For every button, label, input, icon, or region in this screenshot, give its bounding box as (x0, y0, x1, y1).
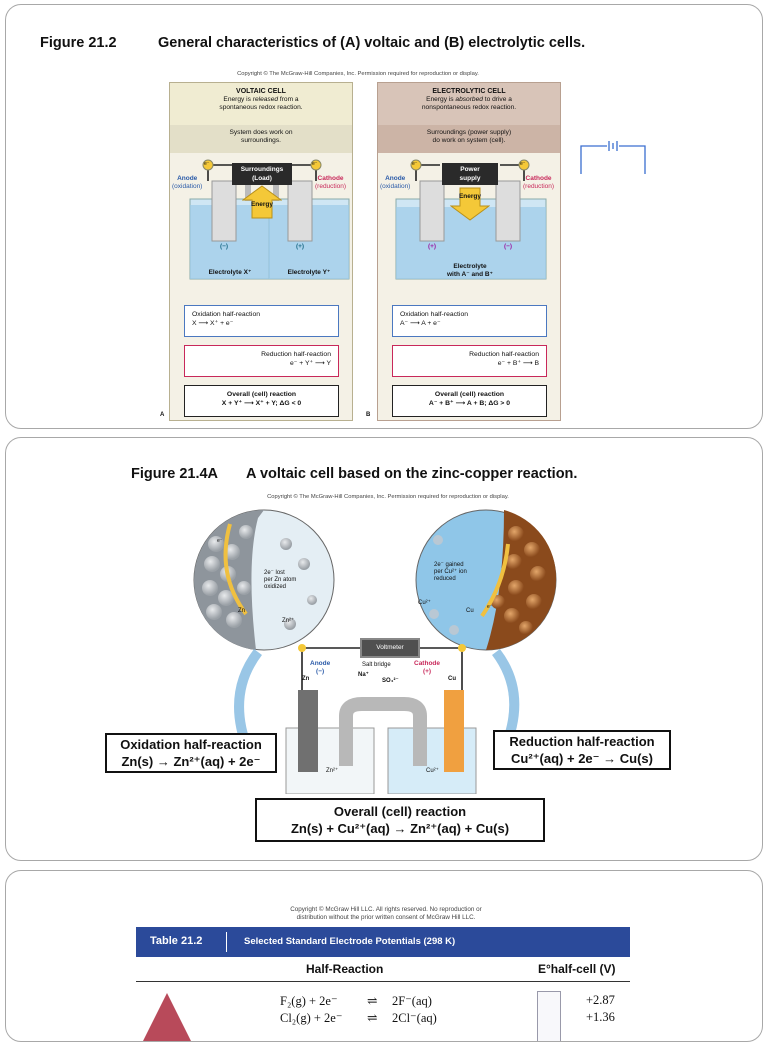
electrolytic-cell-panel: ELECTROLYTIC CELL Energy is absorbed to … (377, 82, 561, 421)
electrolytic-electrode-left-sign: (+) (427, 243, 437, 250)
voltaic-header-bg (170, 83, 352, 125)
electron-marker-right: e⁻ (312, 161, 318, 167)
electrolytic-energy-label: Energy (458, 193, 482, 200)
header-rule (136, 981, 630, 982)
voltaic-energy-label: Energy (250, 201, 274, 208)
header-divider (226, 932, 227, 952)
voltaic-energy-arrow (242, 185, 282, 219)
voltaic-heading: VOLTAIC CELL Energy is released from a s… (219, 88, 303, 111)
left-circle-zn: Zn (238, 608, 246, 614)
row-left-1: Cl₂(g) + 2e⁻ (280, 1011, 343, 1025)
na-ion-label: Na⁺ (358, 672, 369, 678)
copyright-note: Copyright © The McGraw-Hill Companies, I… (237, 71, 479, 77)
voltmeter: Voltmeter (360, 638, 420, 658)
panel-letter-a: A (160, 412, 165, 418)
figure-title: A voltaic cell based on the zinc-copper … (246, 466, 578, 482)
equilibrium-arrow-1: ⇌ (367, 1011, 378, 1025)
voltaic-electrode-right-sign: (+) (295, 243, 305, 250)
electron-marker-right-b: e⁻ (520, 161, 526, 167)
voltaic-anode-label: Anode(oxidation) (172, 175, 203, 190)
column-half-reaction: Half-Reaction (306, 962, 384, 976)
copyright-note: Copyright © The McGraw-Hill Companies, I… (267, 494, 509, 500)
figure-number: Figure 21.2 (40, 35, 117, 51)
voltaic-load-box: Surroundings(Load) (232, 163, 292, 185)
voltaic-work-bg (170, 125, 352, 153)
left-circle-zn2: Zn²⁺ (282, 618, 295, 624)
zn-electrode-label: Zn (302, 676, 310, 682)
row-right-0: 2F⁻(aq) (392, 994, 432, 1008)
battery-symbol-icon (580, 141, 646, 174)
slide-figure-21-4a: Figure 21.4A A voltaic cell based on the… (5, 437, 763, 861)
voltaic-cell-panel: VOLTAIC CELL Energy is released from a s… (169, 82, 353, 421)
cu-electrode-label: Cu (448, 676, 456, 682)
table-number: Table 21.2 (150, 935, 203, 947)
anode-label: Anode(−) (310, 660, 331, 675)
value-gauge-box (537, 991, 561, 1041)
row-value-0: +2.87 (586, 993, 615, 1007)
zn-solution-label: Zn²⁺ (326, 768, 339, 774)
electrolytic-heading: ELECTROLYTIC CELL Energy is absorbed to … (421, 88, 517, 111)
sulfate-ion-label: SO₄²⁻ (382, 678, 399, 684)
electrolytic-header-bg (378, 83, 560, 125)
electrolytic-anode-label: Anode(oxidation) (380, 175, 411, 190)
panel-letter-b: B (366, 412, 371, 418)
row-left-0: F₂(g) + 2e⁻ (280, 994, 338, 1008)
strength-triangle-icon (143, 993, 191, 1041)
electrolytic-cathode-label: Cathode(reduction) (523, 175, 555, 190)
figure-number: Figure 21.4A (131, 466, 219, 482)
right-circle-cu: Cu (466, 608, 474, 614)
salt-bridge-label: Salt bridge (362, 662, 391, 668)
column-e-half-cell: E°half-cell (V) (538, 962, 616, 976)
voltaic-electrolyte-right: Electrolyte Y⁺ (287, 269, 331, 276)
electrolytic-work-bg (378, 125, 560, 153)
electrolytic-work-text: Surroundings (power supply)do work on sy… (426, 129, 512, 144)
slide-table-21-2: Copyright © McGraw Hill LLC. All rights … (5, 870, 763, 1042)
figure-title: General characteristics of (A) voltaic a… (158, 35, 586, 51)
electrolytic-electrode-right-sign: (−) (503, 243, 513, 250)
cathode-label: Cathode(+) (414, 660, 440, 675)
right-circle-electron: e⁻ (487, 604, 493, 610)
cu-solution-label: Cu²⁺ (426, 768, 439, 774)
slide-figure-21-2: Figure 21.2 General characteristics of (… (5, 4, 763, 429)
right-circle-cu2: Cu²⁺ (418, 600, 431, 606)
table-header-bar: Table 21.2 Selected Standard Electrode P… (136, 927, 630, 957)
table-title: Selected Standard Electrode Potentials (… (244, 936, 456, 947)
electron-marker-left-b: e⁻ (412, 161, 418, 167)
voltaic-cathode-label: Cathode(reduction) (315, 175, 347, 190)
equilibrium-arrow-0: ⇌ (367, 994, 378, 1008)
left-circle-electron: e⁻ (217, 538, 223, 544)
row-value-1: +1.36 (586, 1010, 615, 1024)
row-right-1: 2Cl⁻(aq) (392, 1011, 437, 1025)
electron-marker-left: e⁻ (204, 161, 210, 167)
electrolytic-energy-arrow (450, 187, 490, 221)
voltaic-electrode-left-sign: (−) (219, 243, 229, 250)
copyright-note: Copyright © McGraw Hill LLC. All rights … (290, 906, 482, 921)
voltaic-electrolyte-left: Electrolyte X⁺ (208, 269, 252, 276)
